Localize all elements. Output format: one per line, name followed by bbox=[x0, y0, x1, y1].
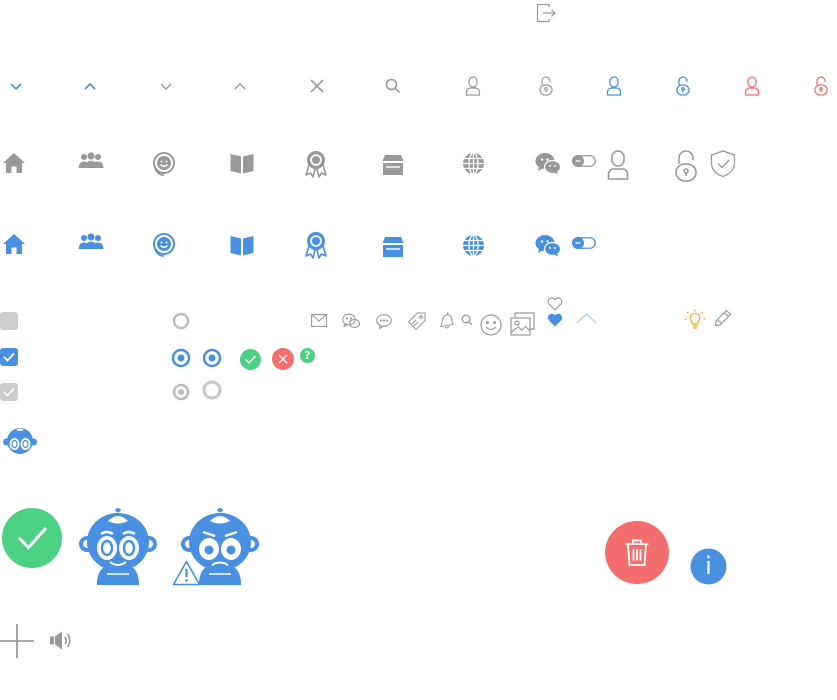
toggle-icon-gray[interactable] bbox=[572, 155, 596, 167]
chevron-down-icon-blue[interactable] bbox=[10, 81, 22, 91]
radio-checked-alt[interactable] bbox=[202, 348, 222, 368]
info-icon[interactable]: i bbox=[690, 548, 727, 585]
monkey-avatar-small bbox=[3, 426, 37, 456]
toggle-icon-blue[interactable] bbox=[572, 237, 596, 249]
customer-service-icon-blue[interactable] bbox=[151, 232, 177, 258]
question-icon: ? bbox=[300, 348, 315, 363]
book-icon-blue[interactable] bbox=[230, 234, 254, 256]
delete-trash-button[interactable] bbox=[605, 521, 669, 584]
monkey-sad-illustration bbox=[181, 508, 259, 585]
chevron-up-icon-gray[interactable] bbox=[234, 81, 246, 91]
speaker-icon[interactable] bbox=[50, 631, 72, 650]
user-icon-blue[interactable] bbox=[606, 76, 622, 96]
warning-triangle-icon bbox=[172, 560, 201, 586]
question-mark-glyph: ? bbox=[304, 349, 311, 362]
chevron-up-thin-icon[interactable] bbox=[576, 313, 597, 324]
close-icon[interactable] bbox=[310, 79, 324, 93]
user-icon-gray[interactable] bbox=[465, 76, 481, 96]
heart-outline-icon[interactable] bbox=[547, 297, 563, 311]
plus-icon[interactable] bbox=[0, 624, 34, 658]
image-gallery-icon[interactable] bbox=[510, 312, 535, 336]
checkbox-checked-disabled[interactable] bbox=[0, 383, 18, 401]
success-check-icon bbox=[240, 349, 261, 370]
award-icon-gray[interactable] bbox=[304, 150, 328, 178]
checkbox-checked[interactable] bbox=[0, 348, 18, 366]
lock-icon-gray[interactable] bbox=[539, 76, 553, 96]
logout-icon[interactable] bbox=[536, 3, 556, 23]
monkey-happy-illustration bbox=[79, 508, 157, 585]
mail-icon[interactable] bbox=[311, 314, 327, 327]
lightbulb-icon[interactable] bbox=[684, 309, 706, 331]
info-letter-glyph: i bbox=[705, 552, 712, 580]
error-x-icon bbox=[272, 348, 294, 370]
checkbox-unchecked-disabled[interactable] bbox=[0, 312, 18, 330]
chevron-up-icon-blue[interactable] bbox=[84, 81, 96, 91]
chat-bubble-icon[interactable] bbox=[376, 314, 392, 330]
smiley-icon[interactable] bbox=[480, 314, 502, 336]
bell-icon[interactable] bbox=[439, 312, 455, 329]
wechat-icon-blue[interactable] bbox=[535, 234, 562, 257]
group-icon-gray[interactable] bbox=[78, 152, 104, 170]
award-icon-blue[interactable] bbox=[304, 231, 328, 259]
success-check-icon-large bbox=[2, 508, 62, 568]
customer-service-icon-gray[interactable] bbox=[151, 151, 177, 177]
radio-checked-disabled[interactable] bbox=[172, 383, 190, 401]
user-icon-large-gray[interactable] bbox=[607, 150, 629, 180]
radio-unchecked-disabled[interactable] bbox=[202, 380, 222, 400]
lock-icon-blue[interactable] bbox=[676, 76, 690, 96]
shield-check-icon-gray[interactable] bbox=[710, 150, 736, 178]
lock-icon-large-gray[interactable] bbox=[675, 150, 697, 182]
search-icon[interactable] bbox=[385, 78, 401, 94]
pencil-icon[interactable] bbox=[714, 309, 732, 327]
radio-unchecked[interactable] bbox=[172, 312, 190, 330]
radio-checked[interactable] bbox=[171, 348, 191, 368]
home-icon-gray[interactable] bbox=[2, 152, 26, 174]
store-icon-gray[interactable] bbox=[382, 154, 404, 176]
store-icon-blue[interactable] bbox=[382, 236, 404, 258]
group-icon-blue[interactable] bbox=[78, 233, 104, 251]
wechat-icon-gray[interactable] bbox=[535, 152, 562, 175]
wechat-outline-icon[interactable] bbox=[342, 313, 361, 329]
globe-icon-blue[interactable] bbox=[462, 234, 485, 257]
lock-icon-red[interactable] bbox=[814, 76, 828, 96]
book-icon-gray[interactable] bbox=[230, 152, 254, 174]
search-icon-small[interactable] bbox=[461, 314, 473, 326]
heart-filled-icon[interactable] bbox=[547, 313, 563, 327]
home-icon-blue[interactable] bbox=[2, 233, 26, 255]
user-icon-red[interactable] bbox=[744, 76, 760, 96]
chevron-down-icon-gray[interactable] bbox=[160, 81, 172, 91]
tag-icon[interactable] bbox=[407, 312, 426, 331]
globe-icon-gray[interactable] bbox=[462, 152, 485, 175]
